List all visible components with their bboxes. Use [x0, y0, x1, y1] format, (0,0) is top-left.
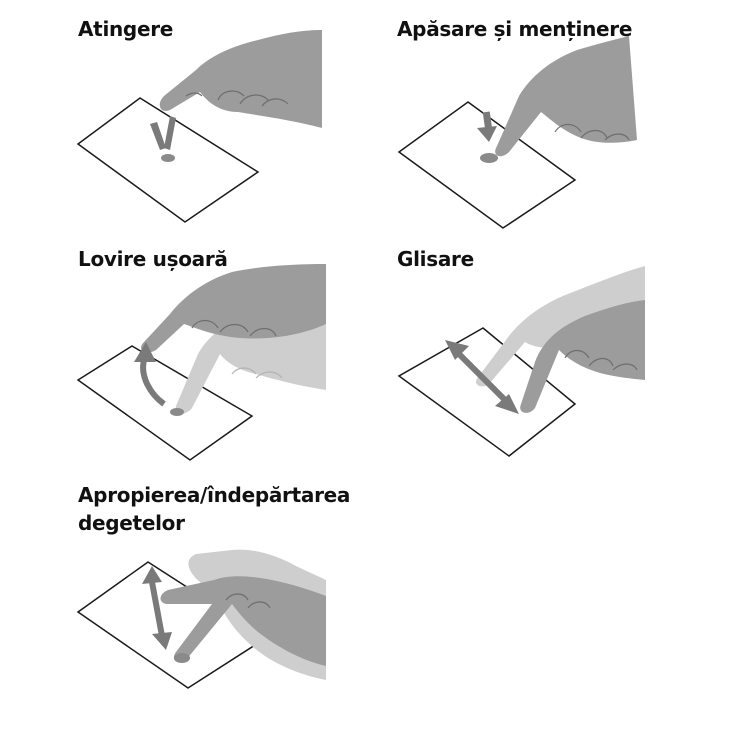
gesture-flick: Lovire ușoară: [0, 240, 360, 470]
touch-point: [480, 153, 498, 163]
touch-point: [170, 408, 184, 416]
touch-point: [174, 653, 190, 663]
swipe-gesture-icon: [385, 240, 747, 470]
gesture-tap: Atingere: [0, 0, 360, 240]
hand: [160, 30, 322, 128]
gesture-swipe: Glisare: [385, 240, 747, 470]
flick-gesture-icon: [0, 240, 360, 470]
hand: [495, 36, 637, 156]
press-and-hold-gesture-icon: [385, 0, 747, 240]
gesture-pinch-zoom: Apropierea/îndepărtarea degetelor: [0, 470, 360, 710]
touch-pad: [78, 346, 252, 460]
gesture-press-and-hold: Apăsare și menținere: [385, 0, 747, 240]
touch-point: [161, 154, 175, 162]
tap-gesture-icon: [0, 0, 360, 240]
pinch-zoom-gesture-icon: [0, 470, 360, 710]
